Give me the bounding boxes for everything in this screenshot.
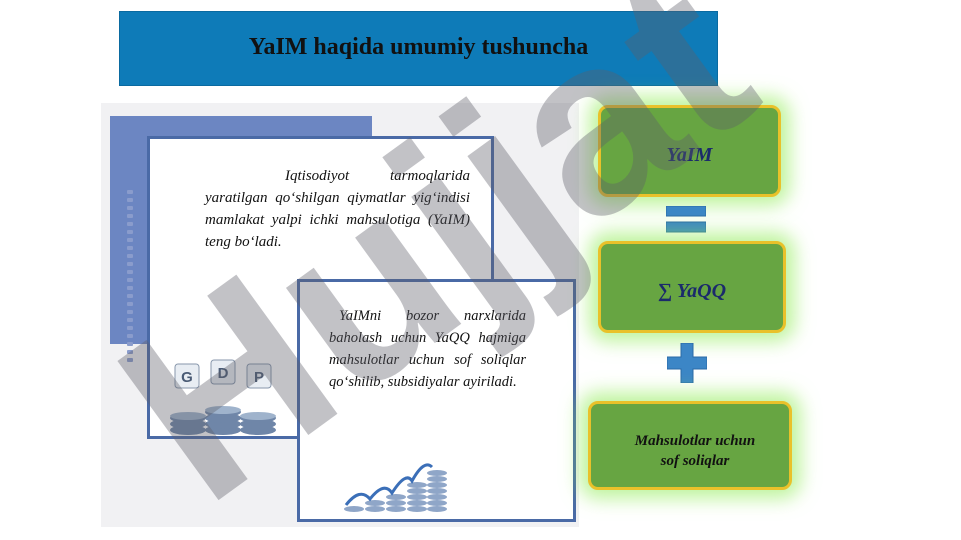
net-taxes-box: Mahsulotlar uchun sof soliqlar	[588, 401, 792, 490]
net-taxes-label: Mahsulotlar uchun sof soliqlar	[601, 431, 789, 471]
plus-icon	[667, 343, 707, 383]
yaim-label: YaIM	[666, 144, 713, 166]
gdp-letter-p: P	[254, 369, 264, 386]
equals-icon	[666, 206, 706, 233]
page-title: YaIM haqida umumiy tushuncha	[248, 34, 589, 60]
title-bar: YaIM haqida umumiy tushuncha	[119, 11, 718, 86]
gdp-letter-g: G	[181, 369, 193, 386]
market-price-text: YaIMni bozor narxlarida baholash uchun Y…	[329, 308, 526, 390]
net-taxes-line1: Mahsulotlar uchun	[634, 433, 756, 449]
gdp-coins-icon: G D P	[170, 359, 276, 435]
coin-growth-icon	[344, 463, 447, 512]
yaqq-sum-box: ∑ YaQQ	[598, 241, 786, 333]
definition-text: Iqtisodiyot tarmoqlarida yaratilgan qo‘s…	[205, 168, 470, 250]
gdp-letter-d: D	[218, 365, 229, 382]
net-taxes-line2: sof soliqlar	[660, 453, 730, 469]
yaim-box: YaIM	[598, 105, 781, 197]
yaqq-sum-label: ∑ YaQQ	[657, 280, 727, 302]
decorative-dots	[127, 190, 133, 366]
